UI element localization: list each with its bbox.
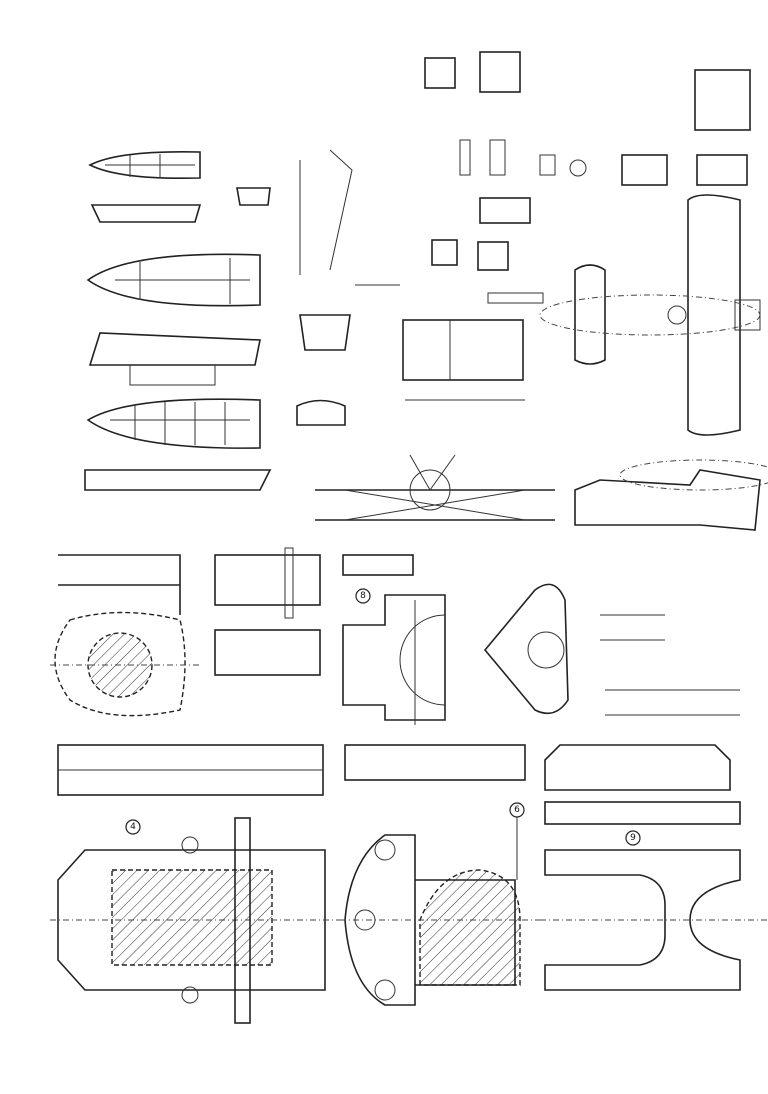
bottom-panels: 9 4 6 — [50, 744, 768, 1024]
boat-parts — [84, 149, 400, 491]
part-label: 4 — [130, 822, 136, 832]
small-parts-top — [402, 51, 751, 401]
part-label: 8 — [360, 591, 366, 601]
airplane-drawing — [315, 194, 768, 531]
part-label: 6 — [514, 805, 520, 815]
middle-panels: 8 — [50, 547, 740, 725]
part-label: 9 — [630, 833, 636, 843]
